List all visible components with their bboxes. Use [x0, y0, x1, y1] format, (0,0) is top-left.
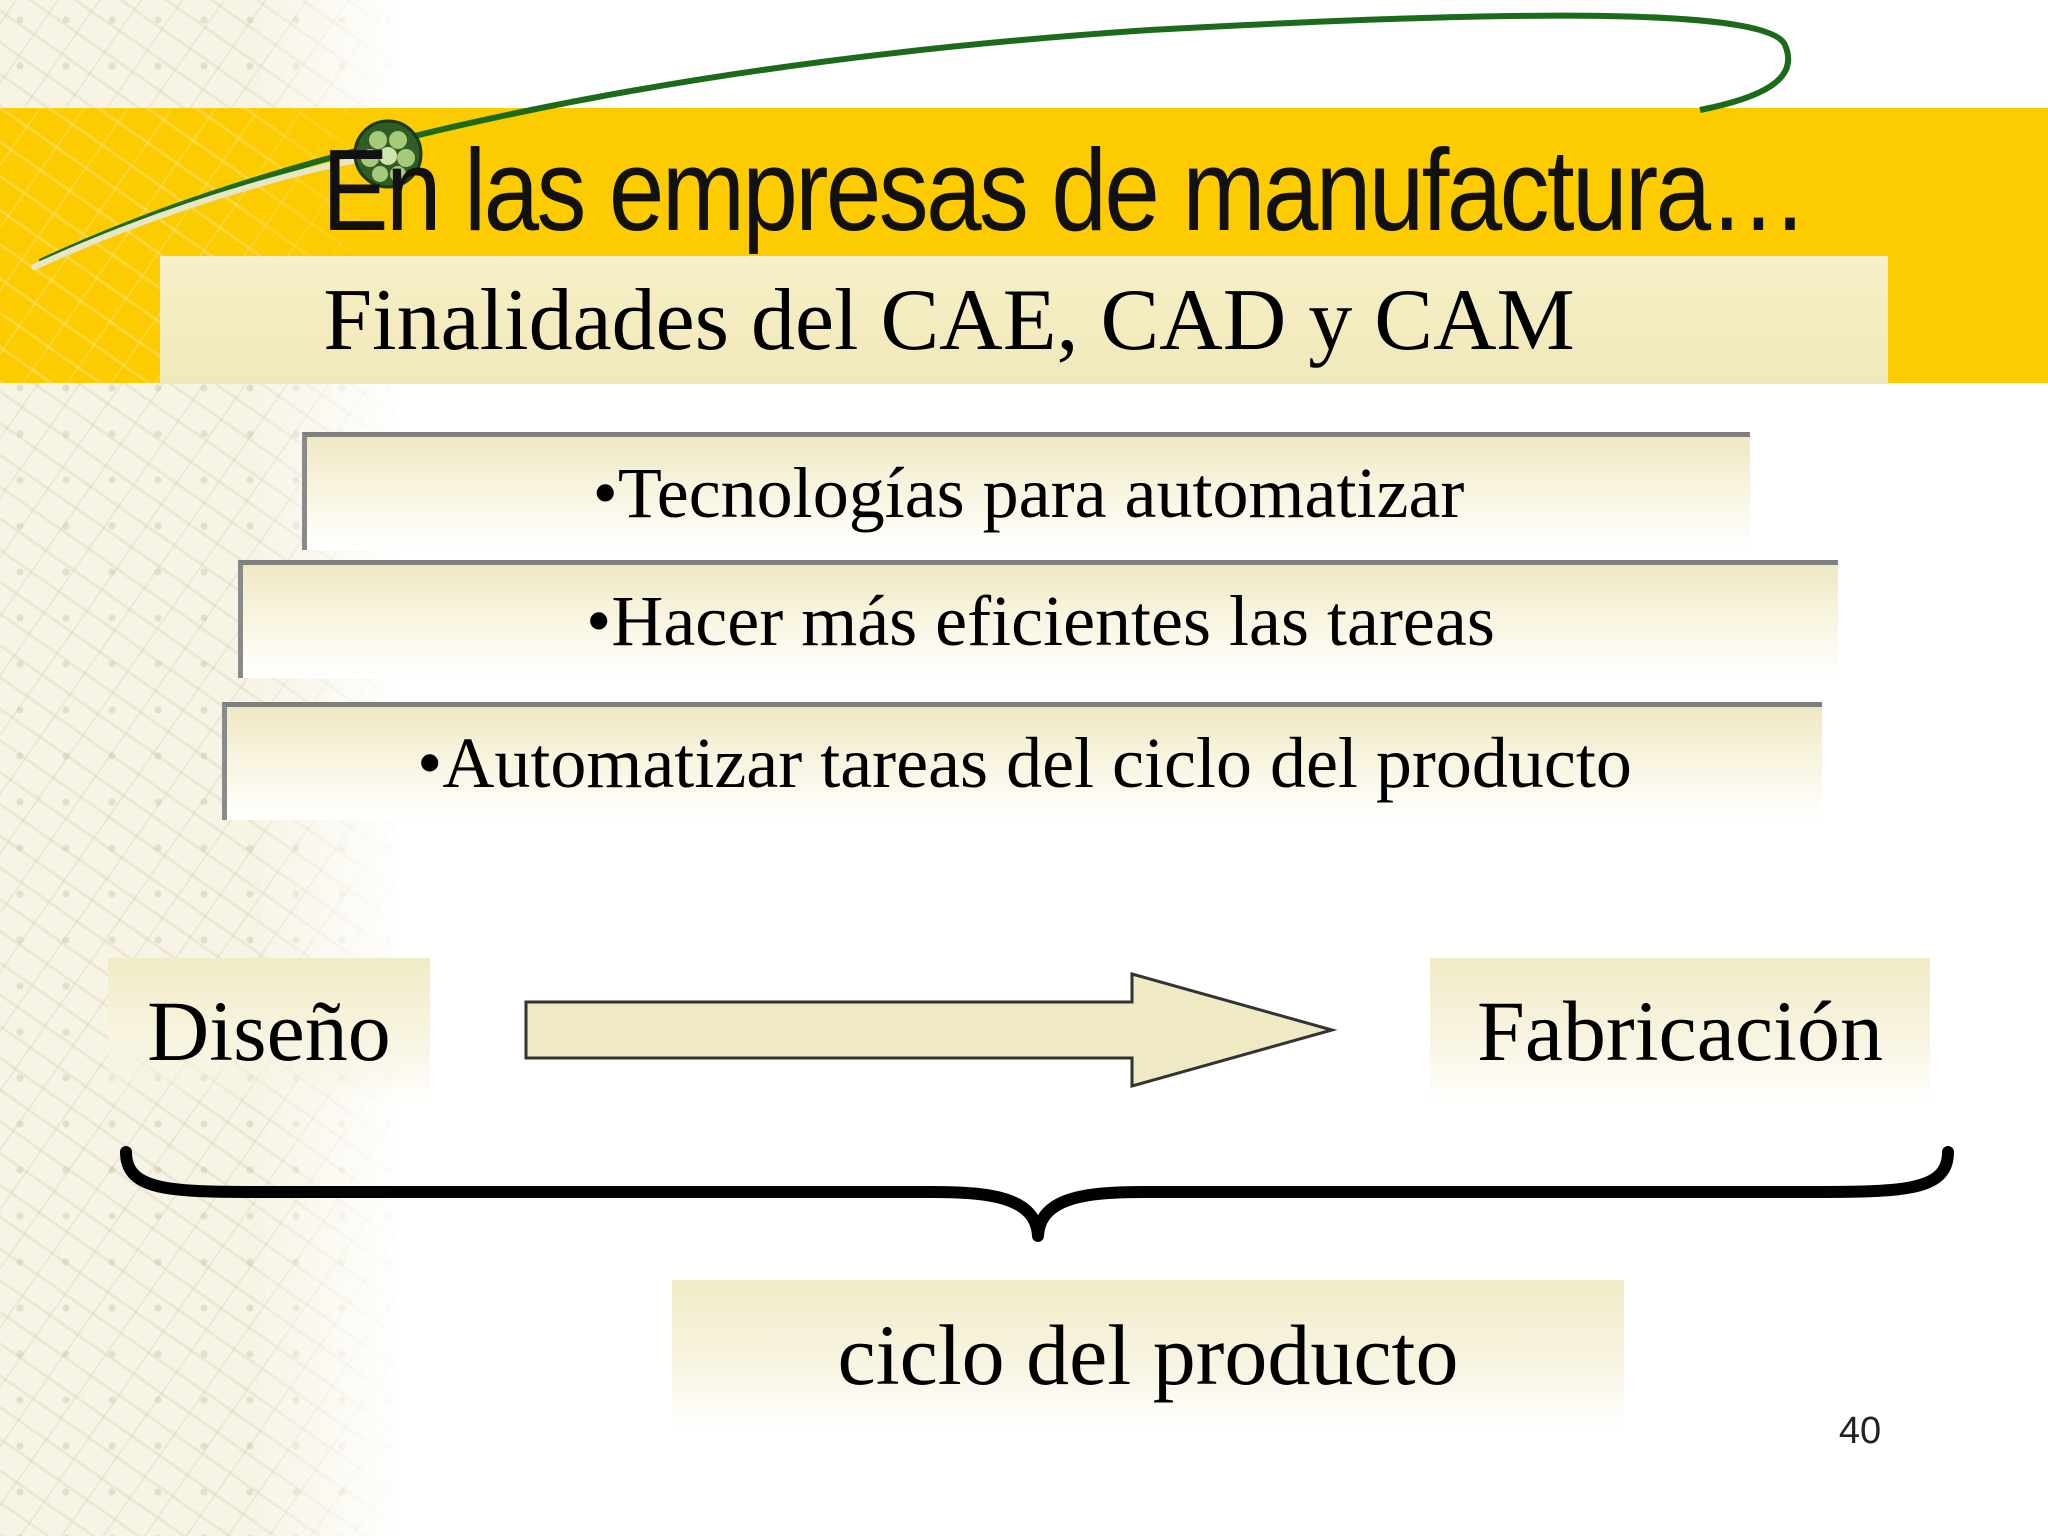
slide-title: En las empresas de manufactura…: [322, 125, 1808, 255]
right-arrow-icon: [524, 972, 1338, 1088]
product-cycle-label: ciclo del producto: [672, 1280, 1624, 1430]
green-bead-cluster-icon: [353, 119, 423, 189]
bullet-bar-3: •Automatizar tareas del ciclo del produc…: [222, 702, 1822, 820]
bullet-bar-1: •Tecnologías para automatizar: [302, 432, 1750, 550]
bullet-bar-2: •Hacer más eficientes las tareas: [238, 560, 1838, 678]
subtitle-box: Finalidades del CAE, CAD y CAM: [160, 256, 1888, 384]
curly-brace-icon: [120, 1146, 1954, 1242]
manufacturing-stage-box: Fabricación: [1430, 958, 1930, 1104]
slide-subtitle: Finalidades del CAE, CAD y CAM: [323, 271, 1575, 369]
page-number: 40: [1838, 1410, 1882, 1452]
design-stage-box: Diseño: [108, 958, 430, 1104]
